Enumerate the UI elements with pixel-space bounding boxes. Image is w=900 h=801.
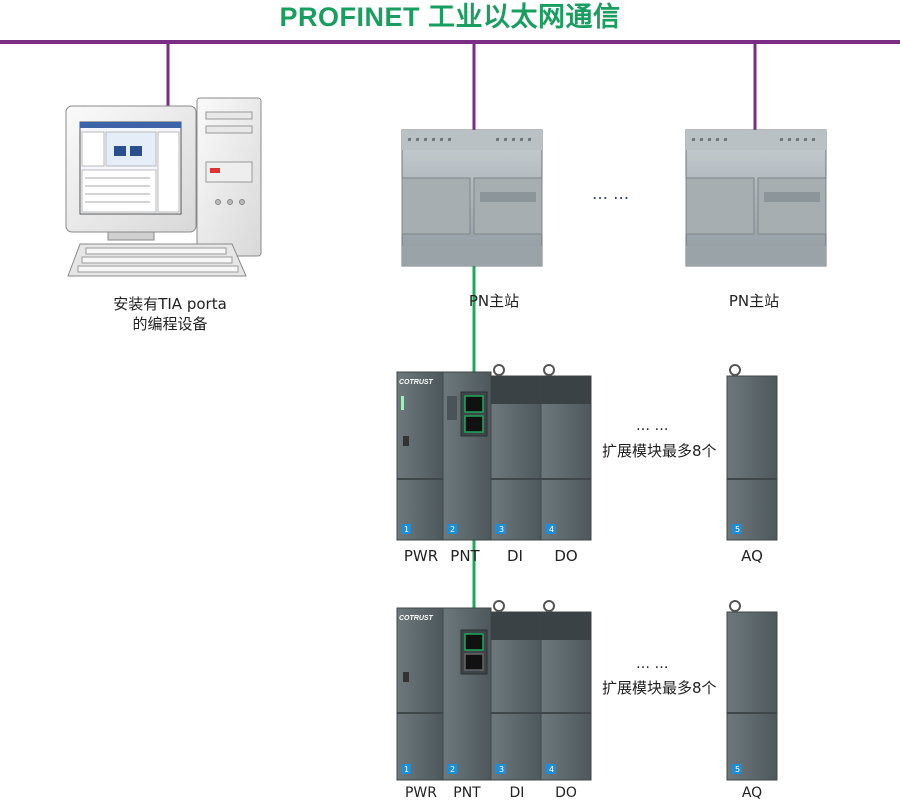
svg-text:1: 1 [404, 525, 409, 534]
module-do: 4 [540, 364, 592, 541]
rack-1-label-aq: AQ [741, 547, 763, 565]
slot-badge [447, 524, 457, 534]
rj45-port [464, 415, 484, 433]
module-pwr: COTRUST 1 [396, 607, 444, 781]
module-aq: 5 [726, 364, 778, 541]
module-aq: 5 [726, 600, 778, 781]
rack-1-ellipsis: … … [636, 418, 669, 434]
io-rack-2: COTRUST 1 2 3 4 [396, 600, 778, 781]
slot-badge [496, 524, 506, 534]
svg-text:2: 2 [450, 765, 455, 774]
rack-2-label-pwr: PWR [404, 785, 437, 801]
rack-1-label-do: DO [554, 547, 578, 565]
slot-badge [546, 524, 556, 534]
slot-badge [732, 524, 742, 534]
slot-badge [401, 764, 411, 774]
programming-pc [65, 97, 262, 277]
slot-badge [732, 764, 742, 774]
slot-badge [546, 764, 556, 774]
svg-text:3: 3 [499, 765, 504, 774]
module-pnt: 2 [442, 607, 492, 781]
pc-label-line-1: 安装有TIA porta [113, 295, 227, 313]
plc-1-label: PN主站 [468, 292, 520, 310]
module-pnt: 2 [442, 371, 492, 541]
module-pwr: COTRUST 1 [396, 371, 444, 541]
rack-1-label-pwr: PWR [403, 547, 439, 565]
svg-text:4: 4 [549, 765, 554, 774]
rack-1-expansion-note: 扩展模块最多8个 [602, 442, 717, 460]
slot-badge [496, 764, 506, 774]
rj45-port [464, 395, 484, 413]
rack-1-label-di: DI [507, 547, 523, 565]
rack-2-ellipsis: … … [636, 656, 669, 672]
plc-master-1 [401, 129, 543, 267]
slot-badge [401, 524, 411, 534]
module-do: 4 [540, 600, 592, 781]
brand-logo: COTRUST [399, 615, 434, 622]
rack-2-label-do: DO [555, 785, 577, 801]
svg-text:5: 5 [735, 525, 740, 534]
svg-text:3: 3 [499, 525, 504, 534]
pc-label-line-2: 的编程设备 [132, 315, 208, 333]
rj45-port [464, 633, 484, 651]
plc-ellipsis: … … [592, 184, 630, 203]
svg-text:1: 1 [404, 765, 409, 774]
rack-2-label-di: DI [509, 785, 525, 801]
rack-2-label-pnt: PNT [453, 785, 481, 801]
svg-text:5: 5 [735, 765, 740, 774]
module-di: 3 [490, 364, 542, 541]
diagram-title: PROFINET 工业以太网通信 [279, 2, 621, 32]
brand-logo: COTRUST [399, 379, 434, 386]
plc-master-2 [685, 129, 827, 267]
rack-2-label-aq: AQ [741, 785, 763, 801]
slot-badge [447, 764, 457, 774]
svg-text:4: 4 [549, 525, 554, 534]
rj45-port [464, 653, 484, 671]
rack-1-label-pnt: PNT [450, 547, 480, 565]
svg-text:2: 2 [450, 525, 455, 534]
rack-2-expansion-note: 扩展模块最多8个 [602, 679, 717, 697]
io-rack-1: COTRUST 1 2 3 [396, 364, 778, 541]
plc-2-label: PN主站 [728, 292, 780, 310]
module-di: 3 [490, 600, 542, 781]
